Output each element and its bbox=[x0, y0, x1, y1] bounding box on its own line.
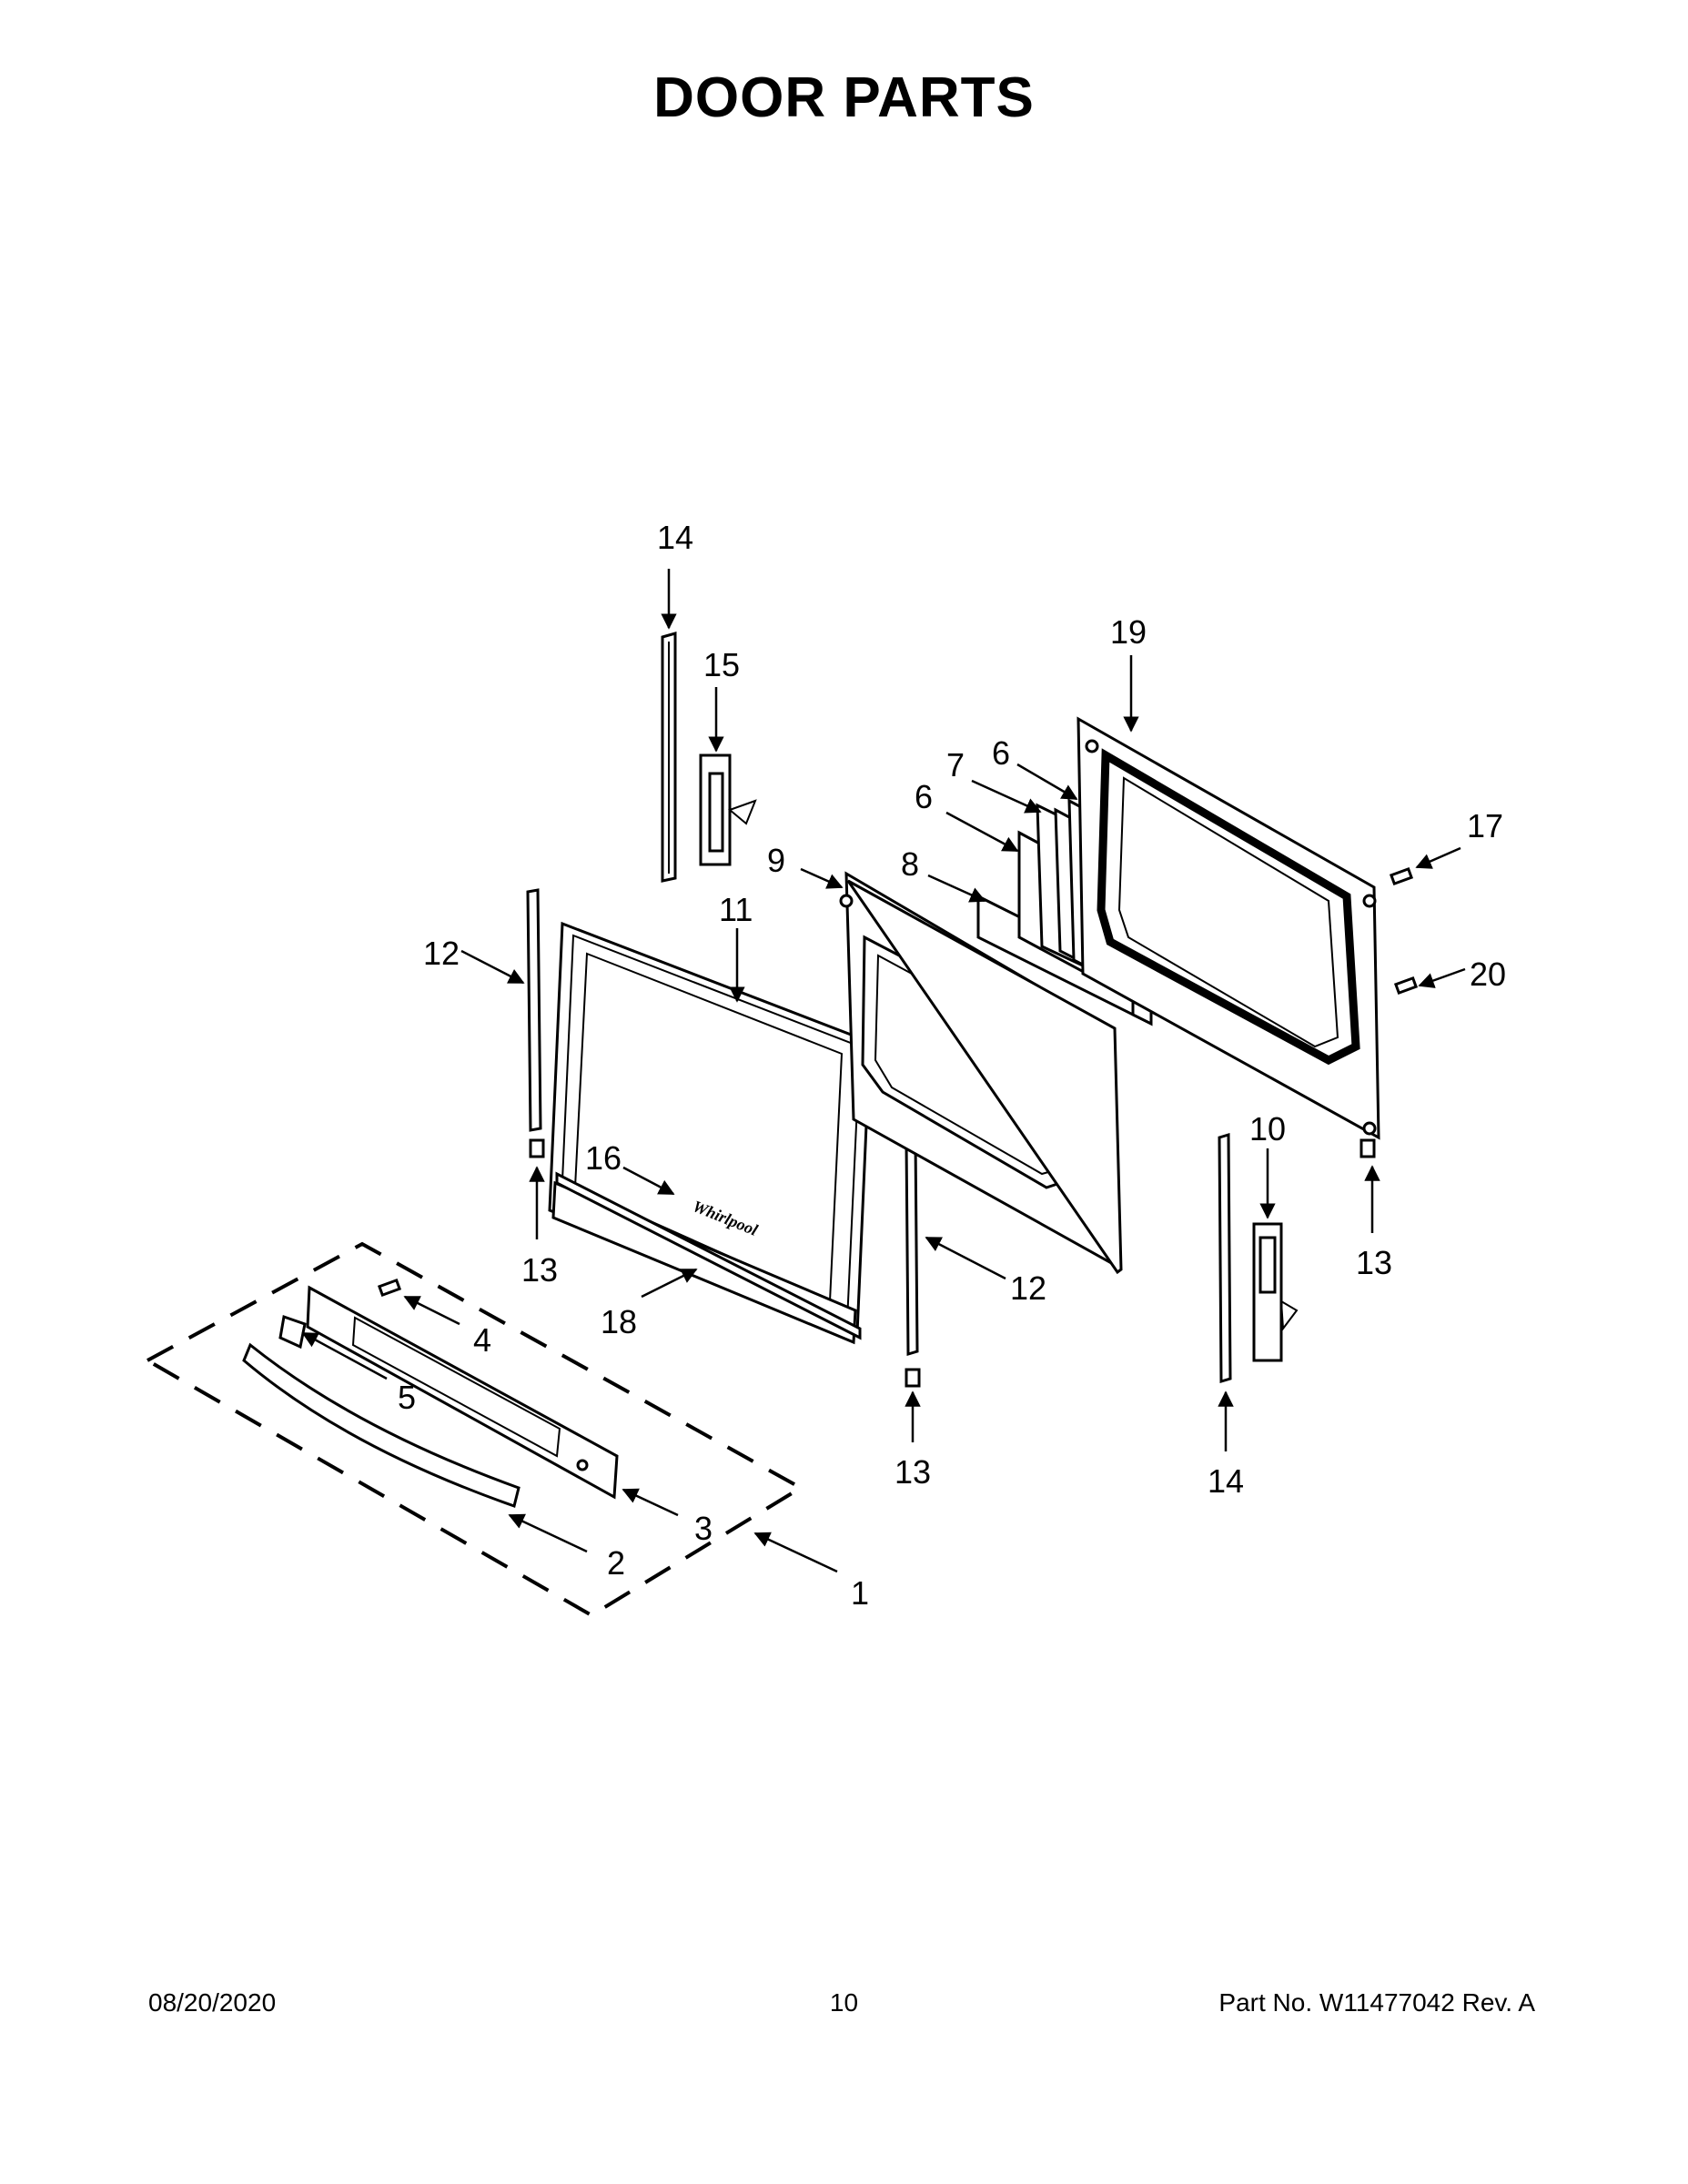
screw-13-left bbox=[529, 1138, 545, 1158]
screw-13-right bbox=[1359, 1138, 1376, 1158]
callout-1: 1 bbox=[851, 1574, 869, 1612]
callout-13-left: 13 bbox=[521, 1251, 558, 1289]
callout-6-upper: 6 bbox=[992, 734, 1010, 772]
outer-door-panel: Whirlpool bbox=[548, 921, 872, 1345]
callout-14-top: 14 bbox=[657, 519, 693, 556]
callout-11: 11 bbox=[719, 891, 753, 928]
callout-17: 17 bbox=[1467, 807, 1503, 844]
handle-screw bbox=[377, 1278, 402, 1298]
callout-16: 16 bbox=[585, 1139, 622, 1177]
handle-base bbox=[306, 1285, 619, 1500]
door-inner-liner bbox=[1076, 716, 1380, 1140]
callout-12-left: 12 bbox=[423, 935, 460, 972]
callout-13-right: 13 bbox=[1356, 1244, 1392, 1281]
callout-3: 3 bbox=[694, 1510, 713, 1547]
footer-page-number: 10 bbox=[829, 1988, 859, 2017]
callout-19: 19 bbox=[1110, 613, 1147, 651]
callout-8: 8 bbox=[901, 845, 919, 883]
footer-date: 08/20/2020 bbox=[148, 1988, 277, 2017]
door-trim-bottom bbox=[555, 1171, 862, 1340]
footer-part-number: Part No. W11477042 Rev. A bbox=[1218, 1988, 1535, 2017]
screw-20 bbox=[1393, 976, 1419, 996]
door-channel-left bbox=[526, 888, 542, 1132]
handle-end-cap bbox=[278, 1315, 307, 1350]
callout-2: 2 bbox=[607, 1544, 625, 1582]
callout-18: 18 bbox=[601, 1303, 637, 1340]
callout-4: 4 bbox=[473, 1321, 491, 1359]
callout-labels: 14 15 19 7 6 6 17 9 8 11 12 20 10 16 13 … bbox=[398, 519, 1506, 1612]
callout-5: 5 bbox=[398, 1379, 416, 1416]
callout-13-center: 13 bbox=[895, 1453, 931, 1491]
handle bbox=[242, 1342, 521, 1508]
door-channel-right bbox=[905, 1137, 919, 1357]
callout-9: 9 bbox=[767, 842, 785, 879]
hinge-top-left bbox=[699, 753, 757, 866]
page-title: DOOR PARTS bbox=[653, 66, 1035, 129]
handle-assembly-boundary bbox=[143, 1241, 804, 1618]
callout-15: 15 bbox=[703, 646, 740, 683]
hinge-bottom-right bbox=[1252, 1222, 1299, 1362]
callout-14-bottom: 14 bbox=[1208, 1462, 1244, 1500]
callout-12-right: 12 bbox=[1010, 1269, 1046, 1307]
callout-7: 7 bbox=[946, 746, 965, 784]
callout-20: 20 bbox=[1470, 956, 1506, 993]
callout-10: 10 bbox=[1249, 1110, 1286, 1148]
screw-17 bbox=[1389, 866, 1414, 886]
screw-13-center bbox=[905, 1368, 921, 1388]
hinge-channel-top-left bbox=[661, 632, 677, 883]
leader-lines bbox=[301, 569, 1466, 1573]
callout-6-lower: 6 bbox=[915, 778, 933, 815]
hinge-channel-bottom-right bbox=[1218, 1132, 1232, 1384]
inner-door-frame bbox=[839, 871, 1123, 1275]
